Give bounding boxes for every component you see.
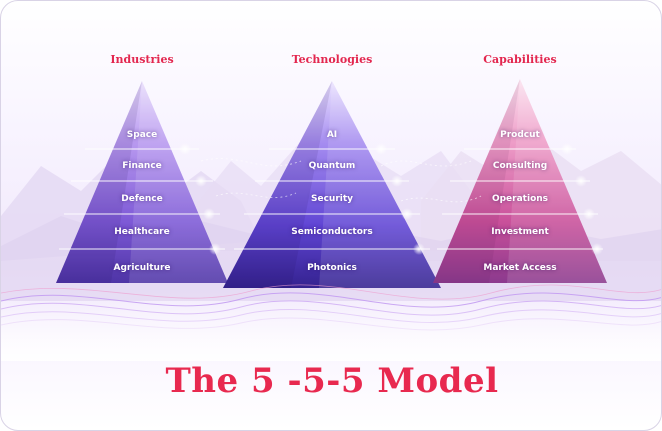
pyramid-title-capabilities: Capabilities <box>483 53 557 66</box>
layer-label: Consulting <box>492 161 548 171</box>
pyramid-capabilities <box>433 79 607 283</box>
model-title: The 5 -5-5 Model <box>165 361 499 401</box>
layer-label: Quantum <box>308 161 356 171</box>
layer-label: Healthcare <box>114 227 170 237</box>
layer-label: Photonics <box>307 263 357 273</box>
pyramid-technologies <box>223 81 441 288</box>
pyramid-title-industries: Industries <box>110 53 174 66</box>
layer-label: Semiconductors <box>291 227 373 237</box>
layer-label: Defence <box>121 194 163 204</box>
layer-label: Security <box>310 194 354 204</box>
layer-label: Investment <box>491 227 549 237</box>
connection-threads <box>200 158 482 203</box>
layer-label: Agriculture <box>113 263 171 273</box>
layer-label: AI <box>326 130 338 140</box>
layer-label: Operations <box>491 194 549 204</box>
layer-label: Space <box>126 130 158 140</box>
pyramid-industries <box>56 81 228 283</box>
layer-label: Prodcut <box>500 130 540 140</box>
layer-label: Market Access <box>483 263 557 273</box>
pyramid-title-technologies: Technologies <box>291 53 373 66</box>
layer-label: Finance <box>122 161 162 171</box>
